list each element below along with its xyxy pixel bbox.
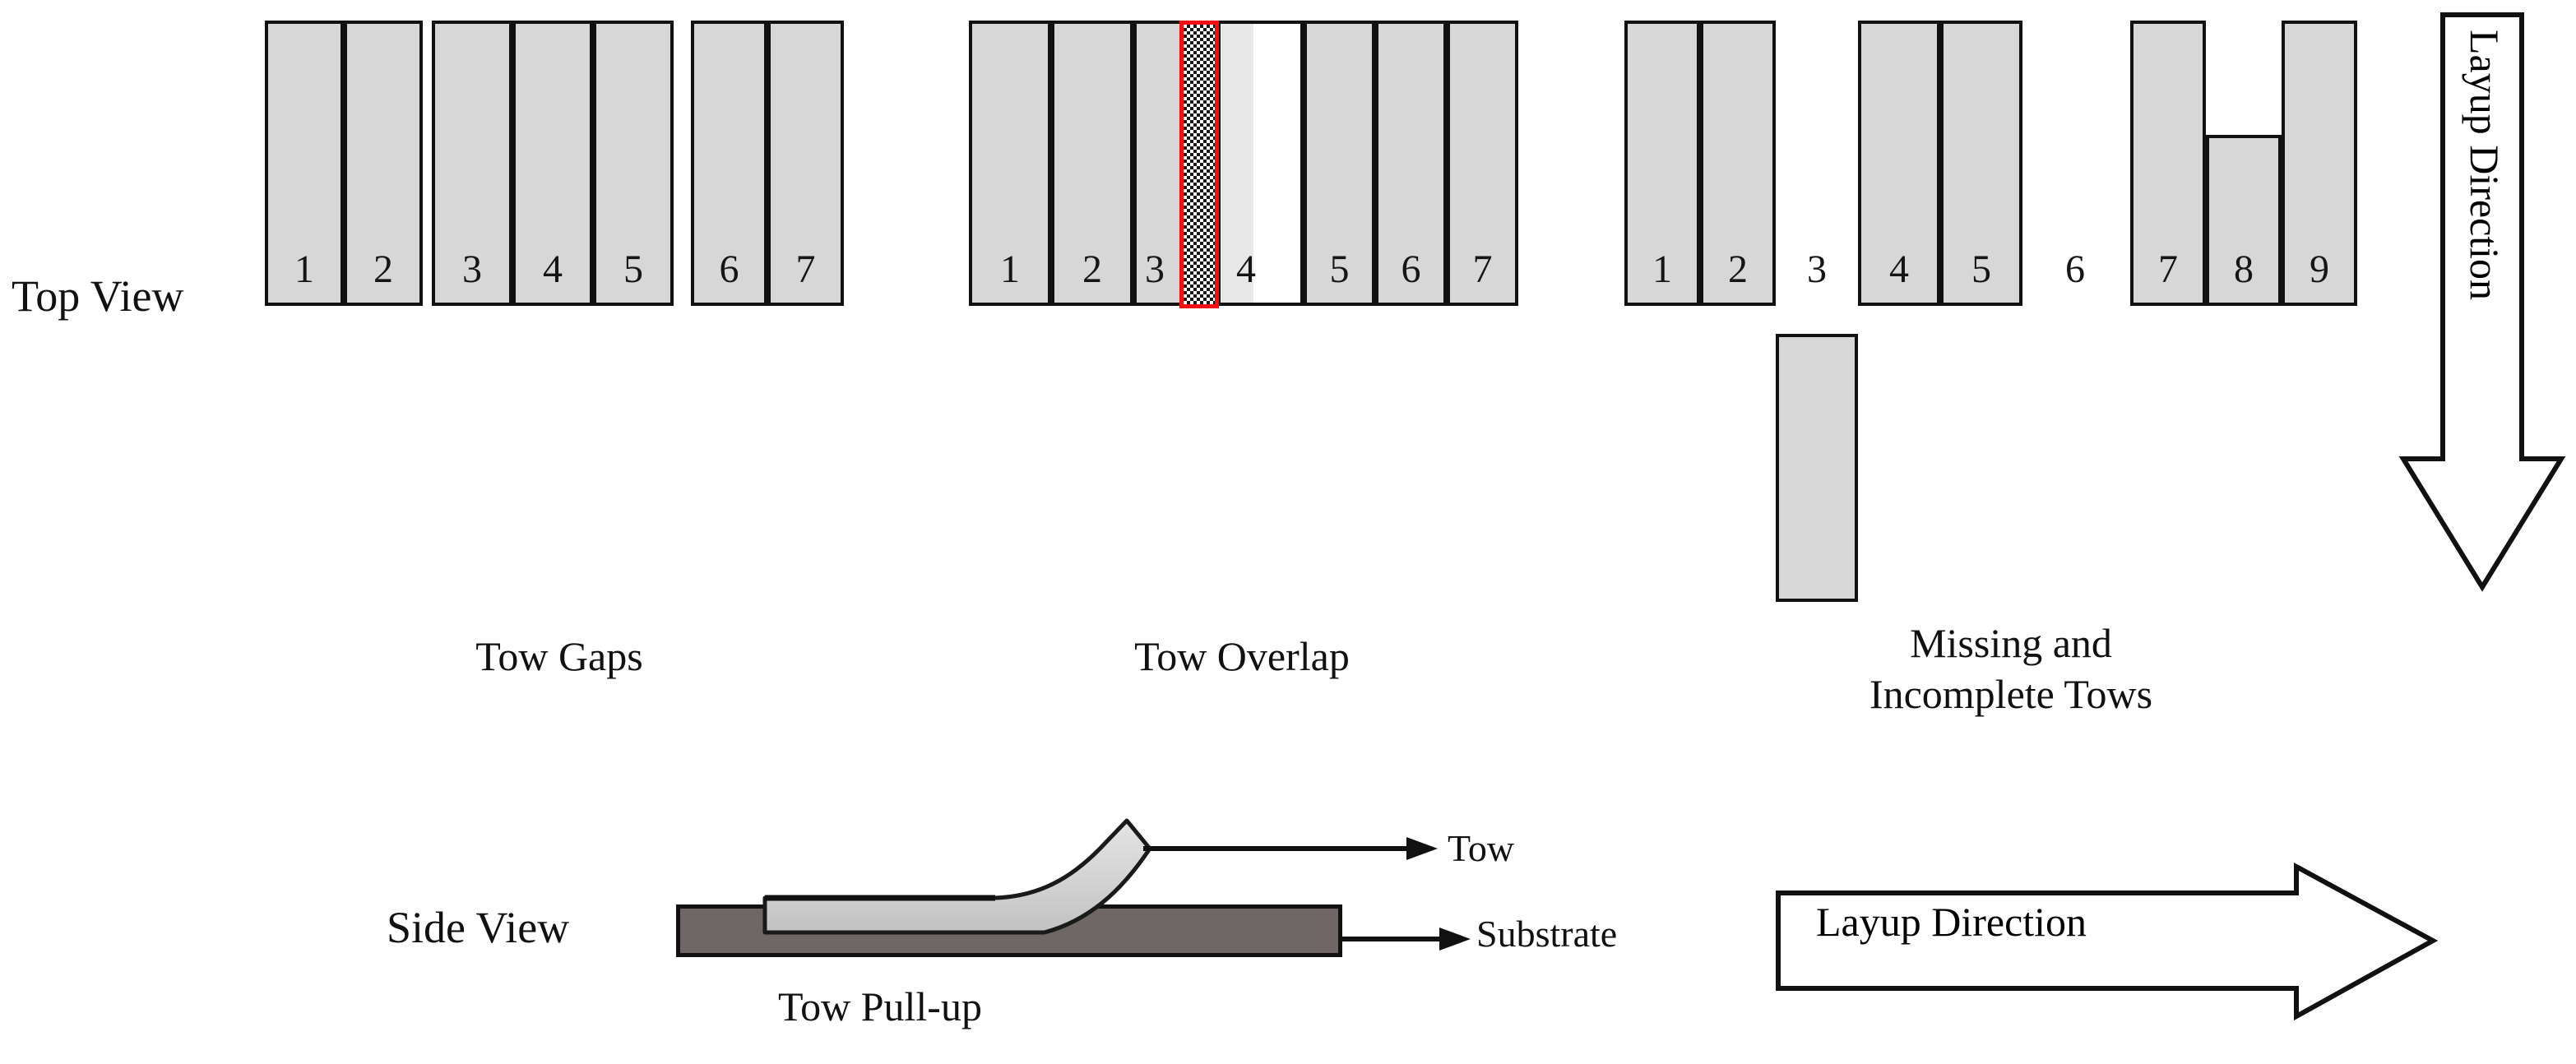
missing-tows-label-6-missing: 6 (2065, 247, 2085, 291)
tow-gaps-caption: Tow Gaps (475, 633, 643, 679)
tow-gaps-label-5: 5 (623, 247, 643, 291)
tow-gaps-label-1: 1 (294, 247, 314, 291)
side-view-label: Side View (387, 903, 570, 952)
tow-overlap-label-1: 1 (1000, 247, 1020, 291)
substrate-callout-arrow (1341, 923, 1472, 955)
missing-tows-tow-1 (1624, 21, 1700, 306)
tow-overlap-label-7: 7 (1472, 247, 1493, 291)
missing-tows-label-3: 3 (1807, 247, 1827, 291)
tow-gaps-label-7: 7 (795, 247, 816, 291)
missing-tows-label-1: 1 (1652, 247, 1672, 291)
tow-gaps-tow-3 (432, 21, 512, 306)
tow-overlap-tow-4 (1217, 21, 1304, 306)
substrate-callout-label: Substrate (1476, 913, 1618, 955)
tow-overlap-label-6: 6 (1401, 247, 1421, 291)
missing-tows-caption-line2: Incomplete Tows (1869, 671, 2153, 717)
tow-overlap-label-3: 3 (1145, 247, 1165, 291)
tow-callout-arrow (1143, 832, 1439, 865)
layup-direction-label-horizontal: Layup Direction (1816, 899, 2087, 945)
tow-gaps-label-3: 3 (462, 247, 482, 291)
missing-tows-tow-2 (1700, 21, 1776, 306)
tow-overlap-overlap-region (1179, 21, 1219, 308)
missing-tows-label-5: 5 (1971, 247, 1991, 291)
tow-overlap-label-5: 5 (1329, 247, 1350, 291)
missing-tows-tow-5 (1940, 21, 2022, 306)
layup-direction-arrow-horizontal (1776, 862, 2439, 1021)
missing-tows-caption-line1: Missing and (1910, 620, 2112, 666)
missing-tows-label-2: 2 (1728, 247, 1748, 291)
tow-overlap-tow-2 (1051, 21, 1133, 306)
tow-overlap-label-4: 4 (1236, 247, 1256, 291)
tow-gaps-label-2: 2 (373, 247, 393, 291)
tow-gaps-tow-4 (512, 21, 593, 306)
tow-callout-label: Tow (1448, 827, 1515, 869)
tow-gaps-tow-5 (593, 21, 674, 306)
tow-gaps-tow-2 (344, 21, 423, 306)
missing-tows-label-4: 4 (1889, 247, 1909, 291)
tow-overlap-label-2: 2 (1082, 247, 1102, 291)
missing-tows-tow-7 (2130, 21, 2206, 306)
missing-tows-tow-4 (1858, 21, 1940, 306)
tow-overlap-tow-1 (969, 21, 1051, 306)
tow-gaps-tow-1 (265, 21, 344, 306)
tow-pullup-caption: Tow Pull-up (778, 983, 982, 1029)
tow-overlap-tow-3 (1133, 21, 1184, 306)
tow-gaps-label-4: 4 (543, 247, 563, 291)
top-view-label: Top View (12, 271, 184, 321)
tow-overlap-tow-7 (1447, 21, 1518, 306)
missing-tows-label-9: 9 (2310, 247, 2329, 291)
tow-gaps-tow-6 (691, 21, 767, 306)
missing-tows-label-8: 8 (2234, 247, 2254, 291)
missing-tows-tow-9 (2282, 21, 2357, 306)
tow-gaps-tow-7 (767, 21, 844, 306)
tow-overlap-tow-5 (1304, 21, 1375, 306)
missing-tows-tow-8 (2206, 135, 2282, 306)
layup-direction-arrow-vertical (2398, 12, 2566, 592)
missing-tows-tow-3 (1776, 334, 1858, 602)
tow-overlap-tow-6 (1375, 21, 1447, 306)
tow-overlap-caption: Tow Overlap (1134, 633, 1350, 679)
tow-gaps-label-6: 6 (719, 247, 739, 291)
layup-direction-label-vertical: Layup Direction (2462, 30, 2508, 301)
missing-tows-label-7: 7 (2158, 247, 2178, 291)
